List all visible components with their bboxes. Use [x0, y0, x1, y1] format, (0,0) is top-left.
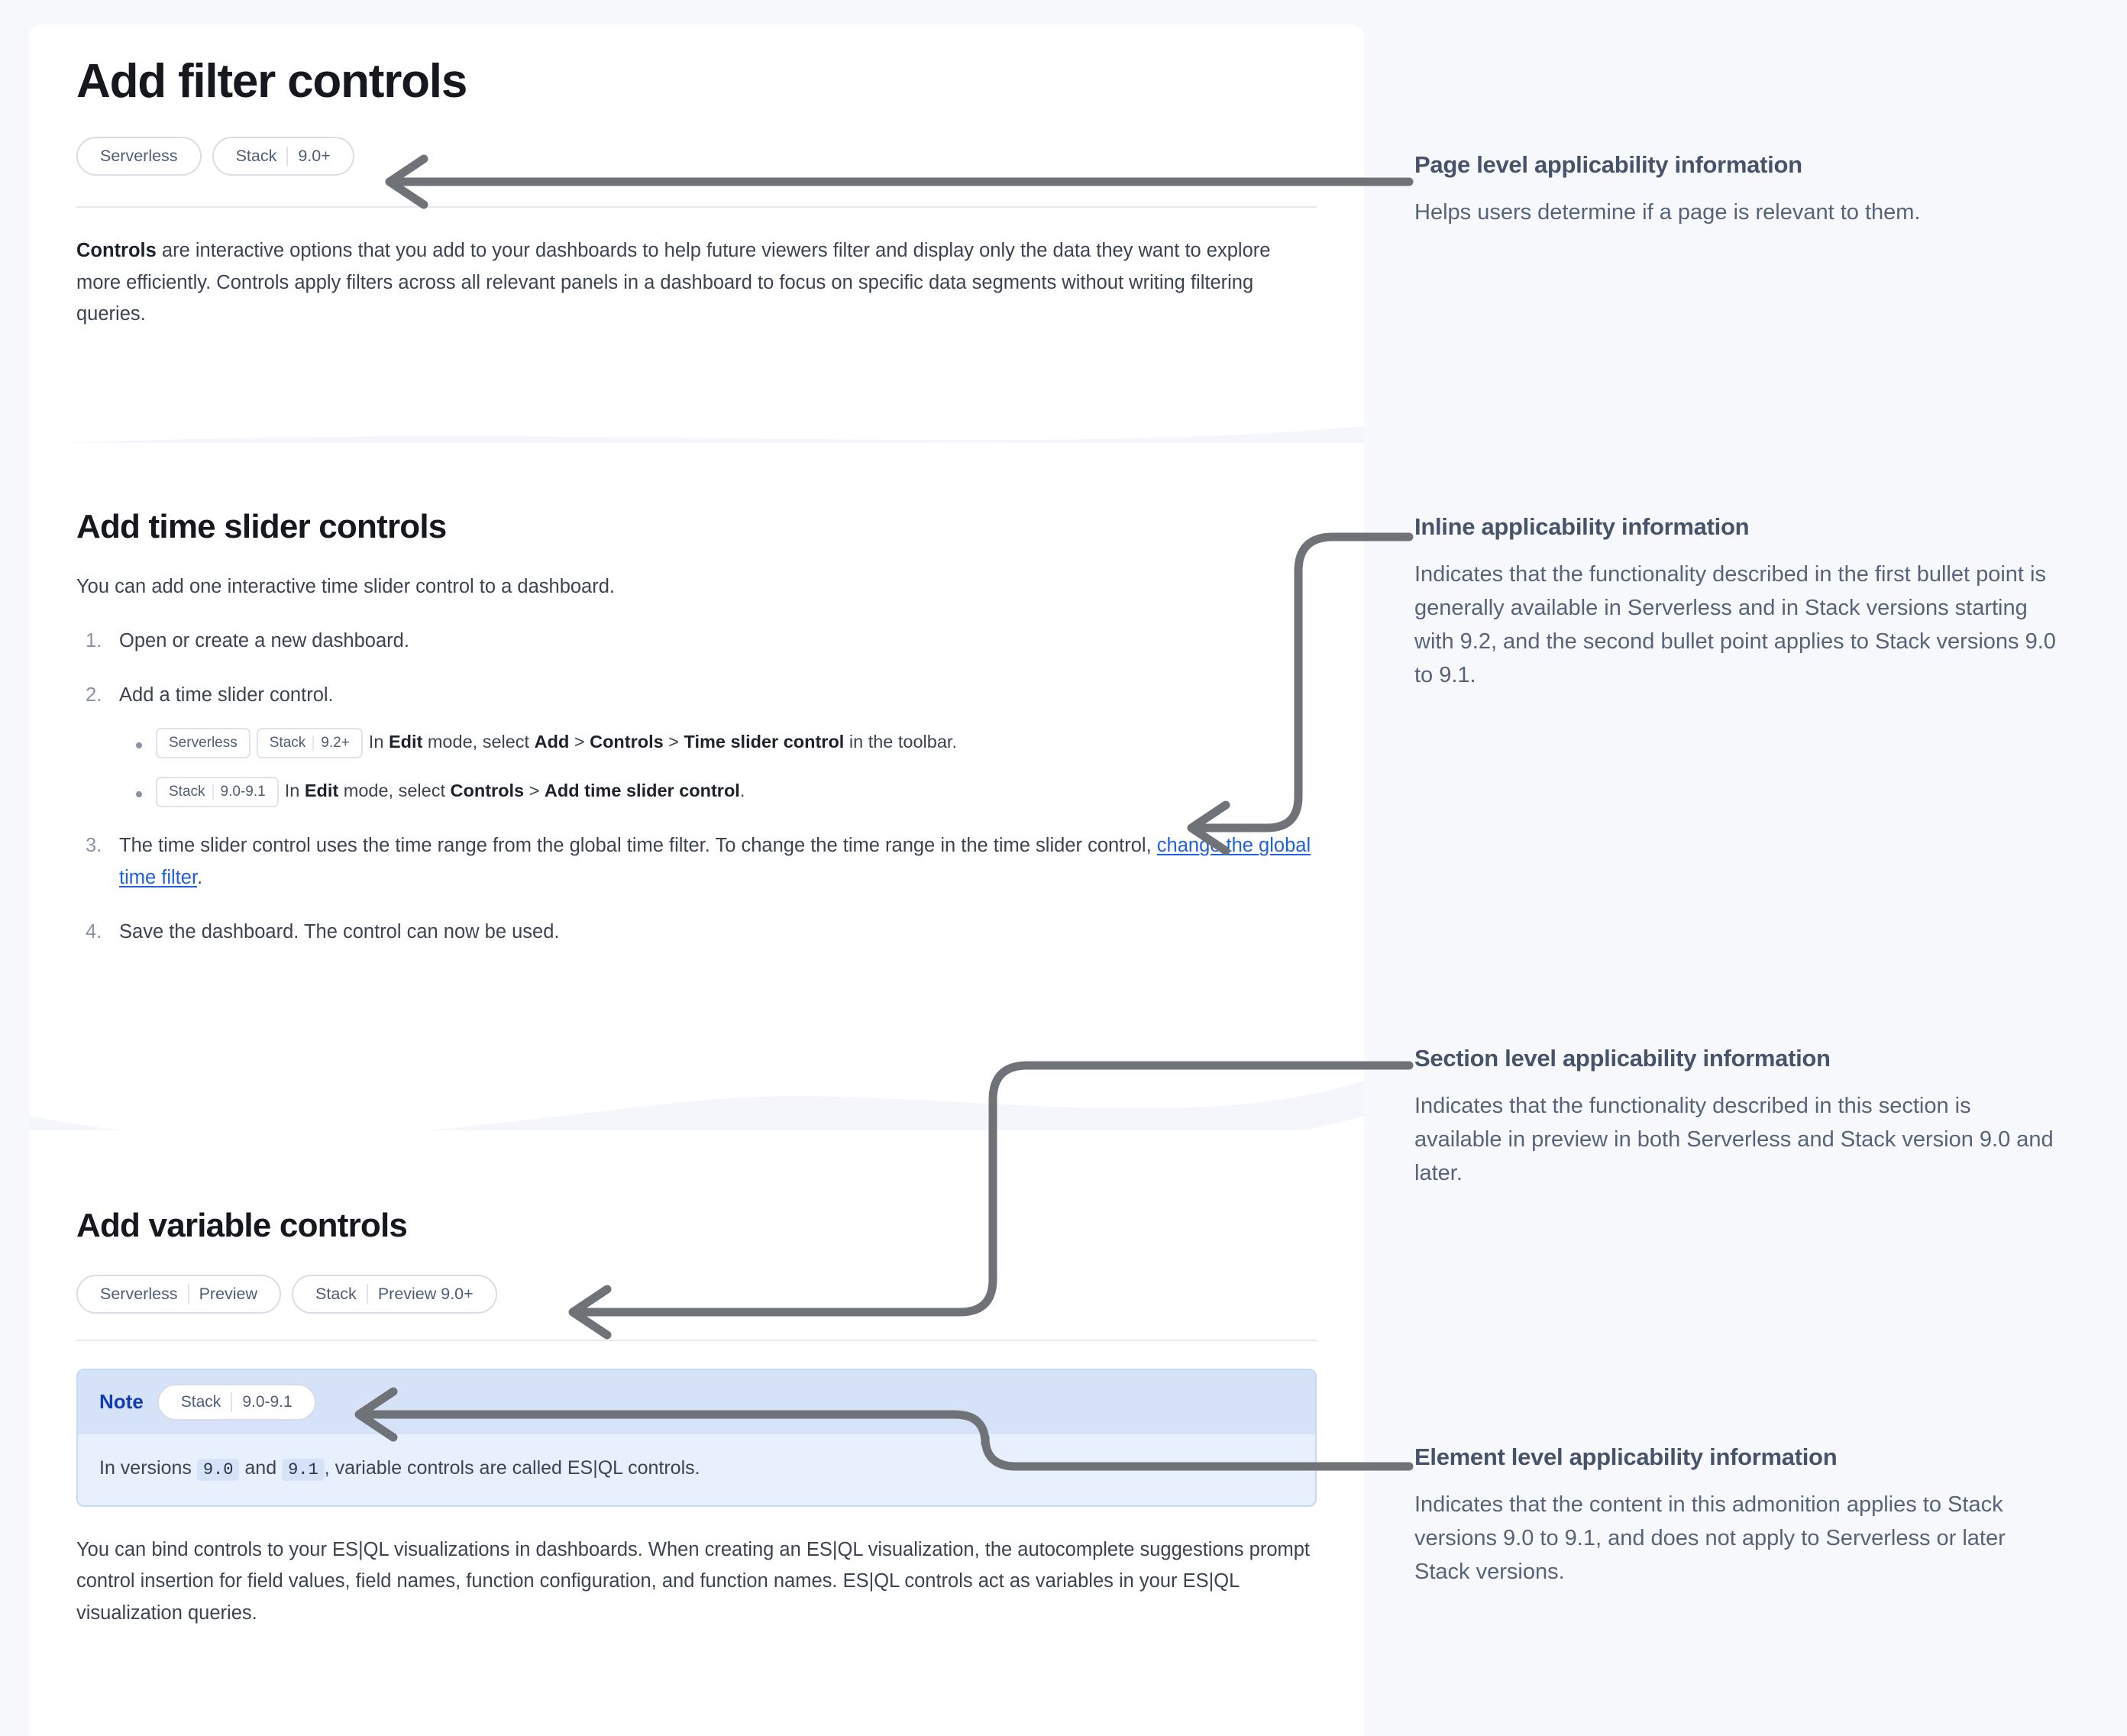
step-text-after-link: .	[197, 866, 203, 888]
substep-bold-controls: Controls	[450, 781, 525, 801]
annotation-body: Indicates that the content in this admon…	[1414, 1492, 2006, 1585]
step-text: Add a time slider control.	[119, 684, 334, 706]
doc-panel-intro: Add filter controls Serverless Stack 9.0…	[29, 24, 1364, 412]
inline-badge-stack[interactable]: Stack 9.0-9.1	[156, 777, 279, 808]
inline-badge-serverless[interactable]: Serverless	[156, 728, 251, 759]
section-lead-paragraph: You can add one interactive time slider …	[76, 575, 615, 597]
badge-segment-product: Serverless	[169, 735, 238, 752]
substep-bold-edit: Edit	[388, 732, 423, 752]
version-code-90: 9.0	[196, 1458, 240, 1481]
intro-lead-term: Controls	[76, 240, 157, 262]
pill-segment-version: 9.0-9.1	[242, 1392, 293, 1411]
substep-list: Serverless Stack 9.2+ In Edit mode, sele…	[119, 728, 1317, 808]
intro-rest-text: are interactive options that you add to …	[76, 240, 1271, 325]
annotation-title: Page level applicability information	[1414, 151, 1802, 178]
annotation-body: Indicates that the functionality describ…	[1414, 562, 2056, 688]
substep-suffix: .	[739, 781, 745, 801]
section-title-variable-controls: Add variable controls	[76, 1207, 408, 1244]
doc-panel-variable-controls: Add variable controls Serverless Preview…	[29, 1130, 1364, 1736]
substep-prefix: In	[368, 732, 389, 752]
badge-segment-version: 9.0-9.1	[220, 784, 266, 800]
substep-suffix: in the toolbar.	[844, 732, 957, 752]
note-body: In versions 9.0 and 9.1, variable contro…	[78, 1434, 1315, 1506]
note-text-a: In versions	[99, 1456, 197, 1479]
step-text: Save the dashboard. The control can now …	[119, 921, 560, 943]
section-title-time-slider: Add time slider controls	[76, 508, 447, 545]
badge-segment-version: 9.2+	[321, 735, 350, 752]
page-applicability-badges: Serverless Stack 9.0+	[76, 137, 1317, 176]
step-item: Save the dashboard. The control can now …	[86, 916, 1317, 949]
step-item: The time slider control uses the time ra…	[86, 830, 1317, 894]
page-title: Add filter controls	[76, 55, 467, 108]
closing-paragraph: You can bind controls to your ES|QL visu…	[76, 1539, 1311, 1624]
pill-segment-product: Stack	[180, 1392, 221, 1411]
badge-divider	[312, 735, 315, 752]
badge-segment-product: Stack	[269, 735, 306, 752]
step-item: Open or create a new dashboard.	[86, 626, 1317, 658]
substep-sep: >	[663, 732, 684, 752]
applicability-pill-stack[interactable]: Stack 9.0+	[212, 137, 354, 176]
global-time-filter-link[interactable]: change the global time filter	[119, 835, 1311, 888]
substep-sep: >	[569, 732, 590, 752]
annotation-element-level: Element level applicability information …	[1414, 1443, 2056, 1589]
substep-mid: mode, select	[338, 781, 451, 801]
note-applicability-pill-stack[interactable]: Stack 9.0-9.1	[157, 1383, 316, 1421]
annotation-page-level: Page level applicability information Hel…	[1414, 151, 2056, 229]
pill-segment-product: Serverless	[100, 147, 178, 166]
annotation-body: Helps users determine if a page is relev…	[1414, 200, 1921, 225]
header-divider-rule	[76, 206, 1317, 209]
substep-sep: >	[524, 781, 545, 801]
badge-divider	[212, 784, 214, 800]
substep-item: Serverless Stack 9.2+ In Edit mode, sele…	[136, 728, 1317, 759]
pill-segment-version: 9.0+	[298, 147, 331, 166]
section-applicability-badges: Serverless Preview Stack Preview 9.0+	[76, 1274, 1317, 1314]
version-code-91: 9.1	[282, 1458, 325, 1481]
step-text: Open or create a new dashboard.	[119, 629, 409, 651]
substep-bold-controls: Controls	[590, 732, 664, 752]
note-header: Note Stack 9.0-9.1	[78, 1369, 1315, 1434]
intro-paragraph: Controls are interactive options that yo…	[76, 235, 1317, 330]
pill-divider	[286, 146, 289, 166]
substep-bold-add: Add	[534, 732, 570, 752]
time-slider-steps: Open or create a new dashboard. Add a ti…	[76, 626, 1317, 949]
pill-divider	[187, 1284, 189, 1304]
applicability-pill-stack-preview[interactable]: Stack Preview 9.0+	[292, 1274, 497, 1314]
substep-bold-edit: Edit	[304, 781, 339, 801]
substep-mid: mode, select	[422, 732, 535, 752]
badge-segment-product: Stack	[169, 784, 205, 800]
applicability-pill-serverless[interactable]: Serverless	[76, 137, 202, 176]
note-label: Note	[99, 1390, 144, 1414]
pill-divider	[231, 1392, 233, 1412]
pill-segment-product: Stack	[315, 1284, 357, 1303]
substep-bold-add-time-slider-control: Add time slider control	[544, 781, 740, 801]
annotation-title: Section level applicability information	[1414, 1045, 1831, 1072]
doc-panel-time-slider: Add time slider controls You can add one…	[29, 443, 1364, 1069]
annotation-body: Indicates that the functionality describ…	[1414, 1094, 2054, 1186]
substep-item: Stack 9.0-9.1 In Edit mode, select Contr…	[136, 777, 1317, 808]
step-item: Add a time slider control. Serverless St…	[86, 680, 1317, 808]
pill-segment-lifecycle: Preview	[199, 1284, 258, 1303]
pill-segment-lifecycle-version: Preview 9.0+	[377, 1284, 474, 1303]
note-admonition: Note Stack 9.0-9.1 In versions 9.0 and 9…	[76, 1368, 1317, 1508]
note-text-b: and	[239, 1456, 283, 1479]
annotation-title: Inline applicability information	[1414, 513, 1750, 540]
annotation-title: Element level applicability information	[1414, 1443, 1838, 1470]
section-divider-rule	[76, 1339, 1317, 1341]
inline-badge-stack[interactable]: Stack 9.2+	[256, 728, 363, 759]
note-text-c: , variable controls are called ES|QL con…	[324, 1456, 700, 1479]
pill-segment-product: Serverless	[100, 1284, 178, 1303]
pill-divider	[366, 1284, 368, 1304]
pill-segment-product: Stack	[235, 147, 277, 166]
substep-bold-time-slider-control: Time slider control	[684, 732, 845, 752]
substep-prefix: In	[284, 781, 305, 801]
annotation-inline: Inline applicability information Indicat…	[1414, 513, 2056, 692]
annotation-section-level: Section level applicability information …	[1414, 1045, 2056, 1190]
step-text-before-link: The time slider control uses the time ra…	[119, 835, 1157, 857]
documentation-column: Add filter controls Serverless Stack 9.0…	[29, 0, 1364, 1736]
applicability-pill-serverless-preview[interactable]: Serverless Preview	[76, 1274, 282, 1314]
